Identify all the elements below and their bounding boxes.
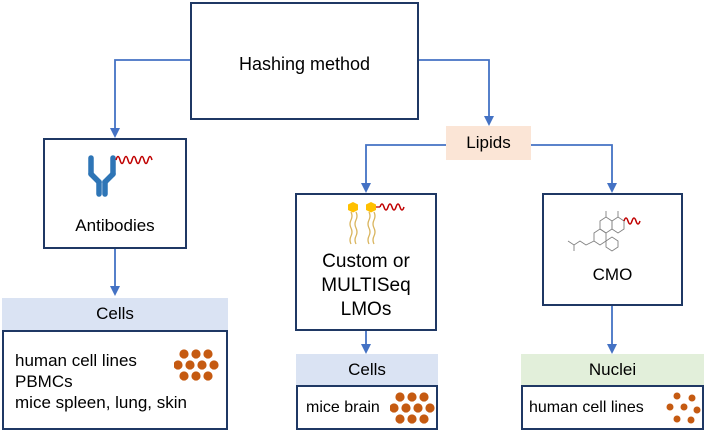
lmo-box: Custom or MULTISeq LMOs: [295, 193, 437, 331]
arrow-lipids-to-cmo: [531, 144, 617, 193]
cmo-box: CMO: [542, 193, 683, 306]
cmo-nuclei-box: human cell lines: [521, 385, 704, 430]
lmo-cells-list: mice brain: [306, 397, 380, 418]
antibody-cells-box: human cell lines PBMCs mice spleen, lung…: [2, 330, 228, 430]
antibody-icon: [88, 155, 116, 197]
hashing-method-box: Hashing method: [190, 2, 419, 120]
lmo-cells-box: mice brain: [296, 385, 438, 430]
cmo-nuclei-item: human cell lines: [529, 399, 644, 416]
arrow-lipids-to-lmo: [361, 144, 446, 193]
cell-cluster-icon: [390, 391, 436, 425]
antibody-cells-list: human cell lines PBMCs mice spleen, lung…: [15, 350, 187, 413]
nuclei-dots-icon: [666, 392, 701, 424]
cmo-nuclei-header: Nuclei: [521, 354, 704, 385]
cmo-label: CMO: [592, 265, 633, 284]
lmo-label-line-3: LMOs: [340, 299, 392, 320]
arrow-root-to-antibodies: [110, 59, 190, 138]
antibody-cells-item: human cell lines: [15, 351, 137, 370]
hashing-method-label: Hashing method: [238, 54, 371, 74]
lipids-node: Lipids: [446, 126, 531, 160]
antibodies-label: Antibodies: [75, 216, 155, 235]
lmo-label-line-1: Custom or: [322, 251, 410, 272]
lmo-label-line-2: MULTISeq: [321, 275, 411, 296]
antibodies-box: Antibodies: [43, 138, 187, 249]
cell-cluster-icon: [174, 348, 220, 382]
antibody-cells-header: Cells: [2, 298, 228, 330]
lipid-anchor-icon: [348, 202, 405, 245]
oligo-tail-icon: [115, 155, 153, 165]
cholesterol-icon: [567, 211, 641, 252]
antibody-cells-item: PBMCs: [15, 372, 73, 391]
lmo-cells-item: mice brain: [306, 399, 380, 416]
antibody-cells-item: mice spleen, lung, skin: [15, 393, 187, 412]
arrow-root-to-lipids: [419, 59, 494, 126]
lmo-cells-header: Cells: [296, 354, 438, 385]
cmo-nuclei-list: human cell lines: [529, 397, 644, 418]
